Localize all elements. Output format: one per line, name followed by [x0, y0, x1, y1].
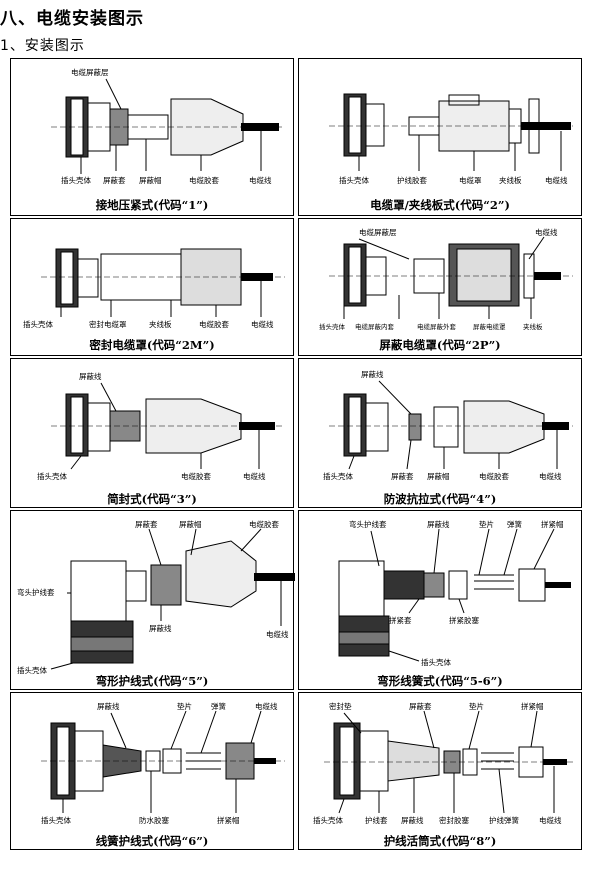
caption: 电缆罩/夹线板式(代码“2”): [370, 198, 510, 212]
label-cable-shield-layer: 电缆屏蔽层: [359, 228, 397, 237]
label-shield-wire: 屏蔽线: [361, 370, 384, 379]
label-elbow-guard-sleeve: 弯头护线套: [349, 520, 387, 529]
label-cable: 电缆线: [243, 472, 266, 481]
label-washer: 垫片: [177, 702, 192, 711]
label-cable-rubber-sleeve: 电缆胶套: [189, 176, 219, 185]
label-shield-wire: 屏蔽线: [97, 702, 120, 711]
panel-code-6: 屏蔽线 垫片 弹簧 电缆线 插头壳体 防水胶塞 拼紧帽 线簧护线式(代码“6”): [10, 692, 294, 850]
label-shield-sleeve: 屏蔽套: [103, 176, 126, 185]
label-washer: 垫片: [479, 520, 494, 529]
label-cable: 电缆线: [539, 816, 562, 825]
label-plug-shell: 插头壳体: [323, 472, 353, 481]
label-washer: 垫片: [469, 702, 484, 711]
label-plug-shell: 插头壳体: [37, 472, 67, 481]
subsection-heading: 1、安装图示: [0, 38, 85, 54]
panel-code-2p: 电缆屏蔽层 电缆线 插头壳体 电缆屏蔽内套 电缆屏蔽外套 屏蔽电缆罩 夹线板 屏…: [298, 218, 582, 356]
caption: 护线活筒式(代码“8”): [383, 834, 497, 848]
label-plug-shell: 插头壳体: [17, 666, 47, 675]
label-cable: 电缆线: [266, 630, 289, 639]
label-shield-wire: 屏蔽线: [427, 520, 450, 529]
label-cable: 电缆线: [535, 228, 558, 237]
label-shield-cap: 屏蔽帽: [427, 472, 450, 481]
connector-drawing: [51, 382, 285, 470]
connector-drawing: [50, 528, 295, 670]
label-cable-rubber-sleeve: 电缆胶套: [181, 472, 211, 481]
caption: 弯形护线式(代码“5”): [95, 674, 209, 688]
label-lock-cap: 拼紧帽: [217, 816, 240, 825]
label-clamp-plate: 夹线板: [523, 323, 543, 331]
label-cable-rubber-sleeve: 电缆胶套: [249, 520, 279, 529]
caption: 线簧护线式(代码“6”): [95, 834, 209, 848]
label-spring: 弹簧: [507, 520, 522, 529]
panel-code-8: 密封垫 屏蔽套 垫片 拼紧帽 插头壳体 护线套 屏蔽线 密封胶塞 护线弹簧 电缆…: [298, 692, 582, 850]
caption: 屏蔽电缆罩(代码“2P”): [379, 338, 501, 352]
label-shield-wire: 屏蔽线: [401, 816, 424, 825]
caption: 防波抗拉式(代码“4”): [383, 492, 497, 506]
connector-drawing: [324, 710, 573, 814]
label-spring: 弹簧: [211, 702, 226, 711]
label-cable-hood: 电缆罩: [459, 176, 482, 185]
label-shield-sleeve: 屏蔽套: [391, 472, 414, 481]
label-cable: 电缆线: [545, 176, 568, 185]
label-lock-rubber-plug: 拼紧胶塞: [449, 616, 479, 625]
label-plug-shell: 插头壳体: [61, 176, 91, 185]
label-guard-sleeve: 护线套: [365, 816, 388, 825]
label-cable-rubber-sleeve: 电缆胶套: [479, 472, 509, 481]
label-cable-shield-layer: 电缆屏蔽层: [71, 68, 109, 77]
panel-code-3: 屏蔽线 插头壳体 电缆胶套 电缆线 简封式(代码“3”): [10, 358, 294, 508]
label-cable: 电缆线: [249, 176, 272, 185]
connector-drawing: [329, 380, 573, 470]
label-lock-cap: 拼紧帽: [541, 520, 564, 529]
label-guard-spring: 护线弹簧: [489, 816, 519, 825]
label-clamp-plate: 夹线板: [499, 176, 522, 185]
label-elbow-guard-sleeve: 弯头护线套: [17, 588, 55, 597]
label-shield-sleeve: 屏蔽套: [135, 520, 158, 529]
connector-drawing: [329, 93, 573, 171]
label-lock-sleeve: 拼紧套: [389, 616, 412, 625]
caption: 简封式(代码“3”): [107, 492, 197, 506]
label-sealing-rubber-plug: 密封胶塞: [439, 816, 469, 825]
connector-drawing: [338, 528, 571, 662]
caption: 接地压紧式(代码“1”): [95, 198, 209, 212]
connector-drawing: [329, 236, 573, 319]
label-cable-shield-outer-sleeve: 电缆屏蔽外套: [417, 323, 456, 331]
panel-code-1: 电缆屏蔽层 插头壳体 屏蔽套 屏蔽帽 电缆胶套 电缆线 接地压紧式(代码“1”): [10, 58, 294, 216]
label-plug-shell: 插头壳体: [41, 816, 71, 825]
label-plug-shell: 插头壳体: [339, 176, 369, 185]
label-shield-wire: 屏蔽线: [149, 624, 172, 633]
label-sealed-cable-hood: 密封电缆罩: [89, 320, 127, 329]
label-plug-shell: 插头壳体: [23, 320, 53, 329]
connector-drawing: [41, 248, 285, 317]
connector-drawing: [51, 78, 285, 174]
label-shielded-cable-hood: 屏蔽电缆罩: [473, 323, 506, 331]
label-cable: 电缆线: [539, 472, 562, 481]
label-sealing-gasket: 密封垫: [329, 702, 352, 711]
label-shield-sleeve: 屏蔽套: [409, 702, 432, 711]
label-cable: 电缆线: [255, 702, 278, 711]
label-clamp-plate: 夹线板: [149, 320, 172, 329]
panel-code-2: 插头壳体 护线胶套 电缆罩 夹线板 电缆线 电缆罩/夹线板式(代码“2”): [298, 58, 582, 216]
label-cable: 电缆线: [251, 320, 274, 329]
panel-code-5-6: 弯头护线套 屏蔽线 垫片 弹簧 拼紧帽 拼紧套 拼紧胶塞 插头壳体 弯形线簧式(…: [298, 510, 582, 690]
label-shield-wire: 屏蔽线: [79, 372, 102, 381]
label-waterproof-rubber-plug: 防水胶塞: [139, 816, 169, 825]
label-cable-shield-inner-sleeve: 电缆屏蔽内套: [355, 323, 394, 331]
label-shield-cap: 屏蔽帽: [179, 520, 202, 529]
section-heading: 八、电缆安装图示: [0, 9, 144, 29]
label-guard-rubber-sleeve: 护线胶套: [397, 176, 427, 185]
caption: 弯形线簧式(代码“5-6”): [377, 674, 503, 688]
panel-code-5: 屏蔽套 屏蔽帽 电缆胶套 弯头护线套 屏蔽线 插头壳体 电缆线 弯形护线式(代码…: [10, 510, 295, 690]
label-plug-shell: 插头壳体: [313, 816, 343, 825]
label-lock-cap: 拼紧帽: [521, 702, 544, 711]
caption: 密封电缆罩(代码“2M”): [89, 338, 215, 352]
label-plug-shell: 插头壳体: [319, 323, 345, 331]
label-shield-cap: 屏蔽帽: [139, 176, 162, 185]
label-plug-shell: 插头壳体: [421, 658, 451, 667]
panel-code-4: 屏蔽线 插头壳体 屏蔽套 屏蔽帽 电缆胶套 电缆线 防波抗拉式(代码“4”): [298, 358, 582, 508]
label-cable-rubber-sleeve: 电缆胶套: [199, 320, 229, 329]
connector-drawing: [41, 710, 285, 813]
panel-code-2m: 插头壳体 密封电缆罩 夹线板 电缆胶套 电缆线 密封电缆罩(代码“2M”): [10, 218, 294, 356]
